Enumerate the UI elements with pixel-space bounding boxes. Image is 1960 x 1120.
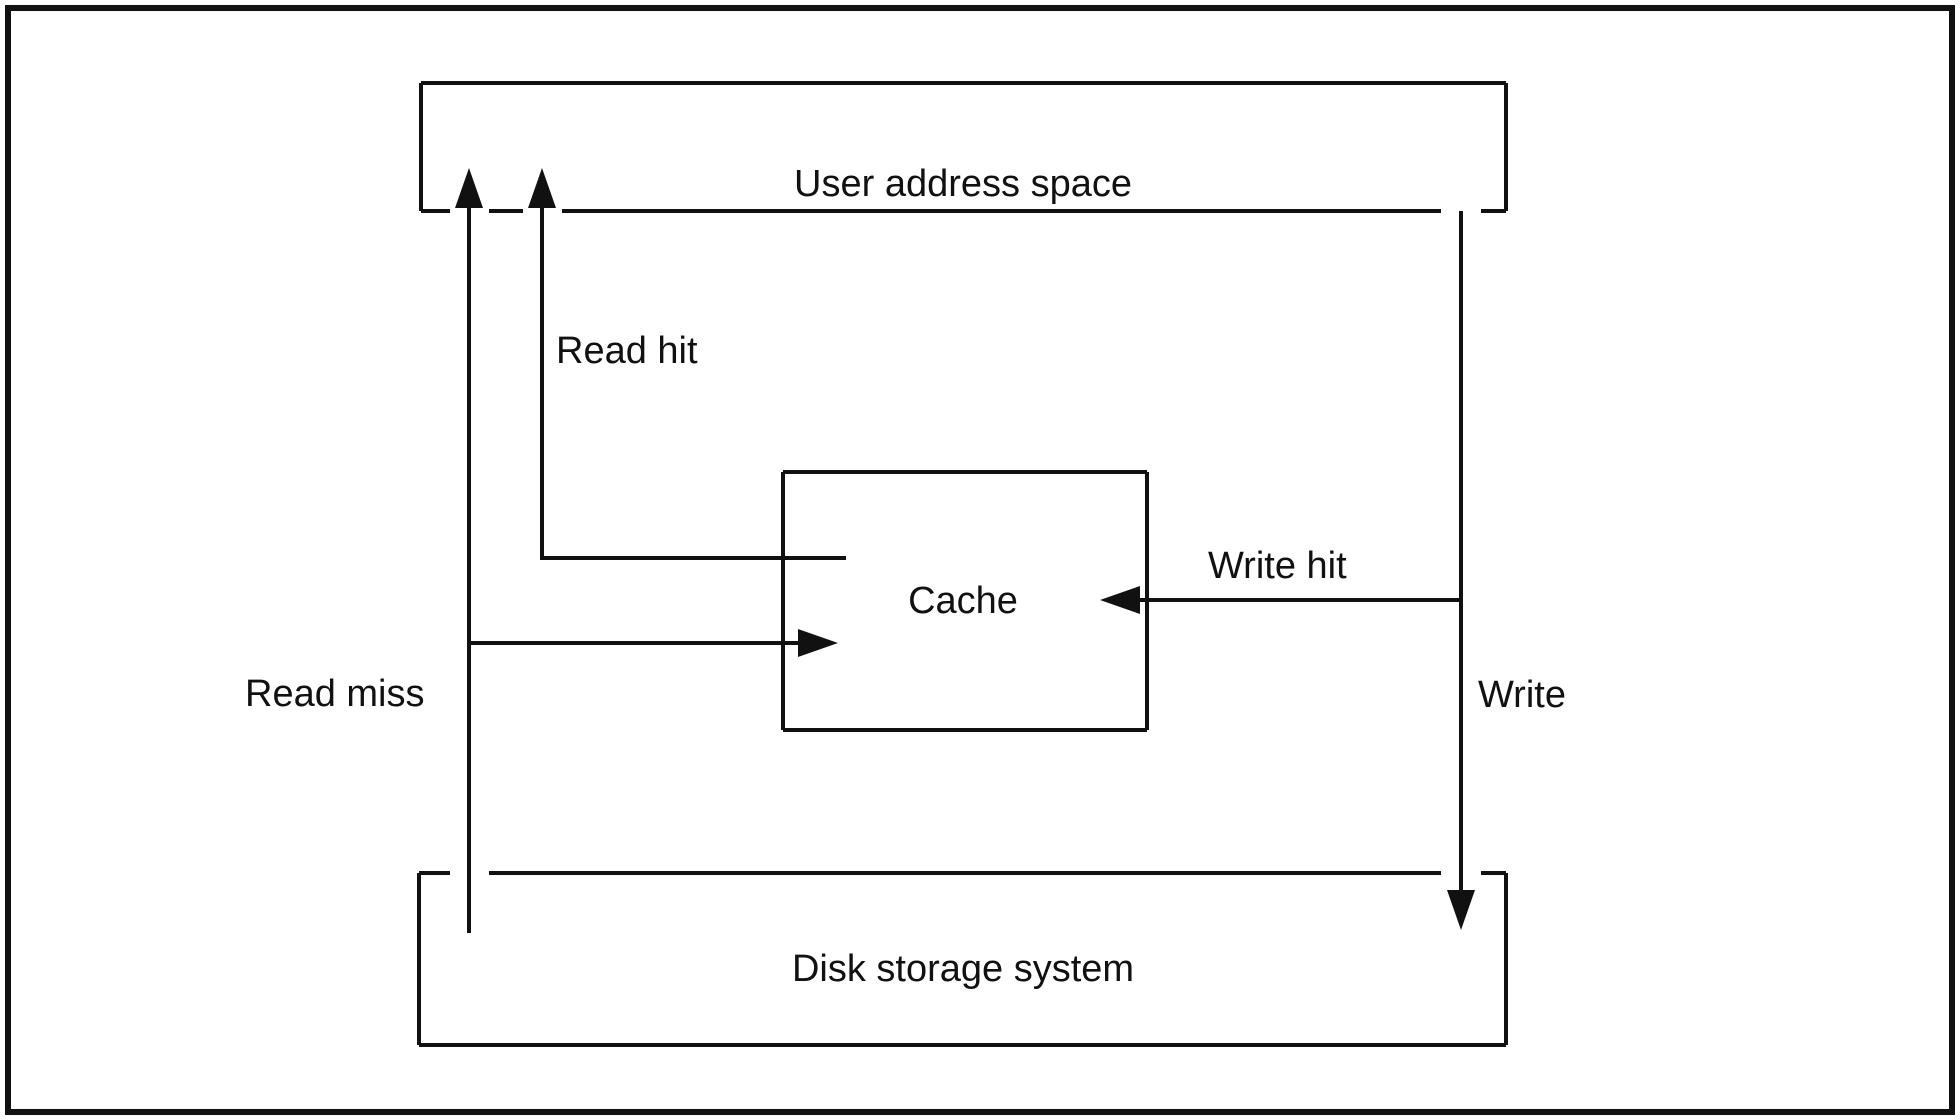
cache-box — [781, 470, 1149, 732]
read-miss-label: Read miss — [245, 673, 425, 715]
write-hit-arrowhead — [1100, 586, 1140, 614]
user-address-space-box — [419, 81, 1508, 213]
write-label: Write — [1478, 674, 1566, 716]
figure-border — [5, 5, 1955, 1115]
read-hit-arrowhead — [528, 168, 556, 208]
read-miss-flow — [455, 168, 838, 933]
read-miss-arrowhead — [455, 168, 483, 208]
read-hit-flow — [528, 168, 846, 560]
write-hit-label: Write hit — [1208, 545, 1347, 587]
disk-storage-system-label: Disk storage system — [792, 948, 1134, 990]
read-miss-cache-arrowhead — [798, 629, 838, 657]
read-hit-label: Read hit — [556, 330, 698, 372]
user-address-space-label: User address space — [794, 163, 1132, 205]
cache-label: Cache — [908, 580, 1018, 622]
write-arrowhead — [1447, 890, 1475, 930]
disk-storage-system-box — [417, 871, 1508, 1047]
write-hit-flow — [1100, 586, 1461, 614]
write-flow — [1447, 211, 1475, 930]
